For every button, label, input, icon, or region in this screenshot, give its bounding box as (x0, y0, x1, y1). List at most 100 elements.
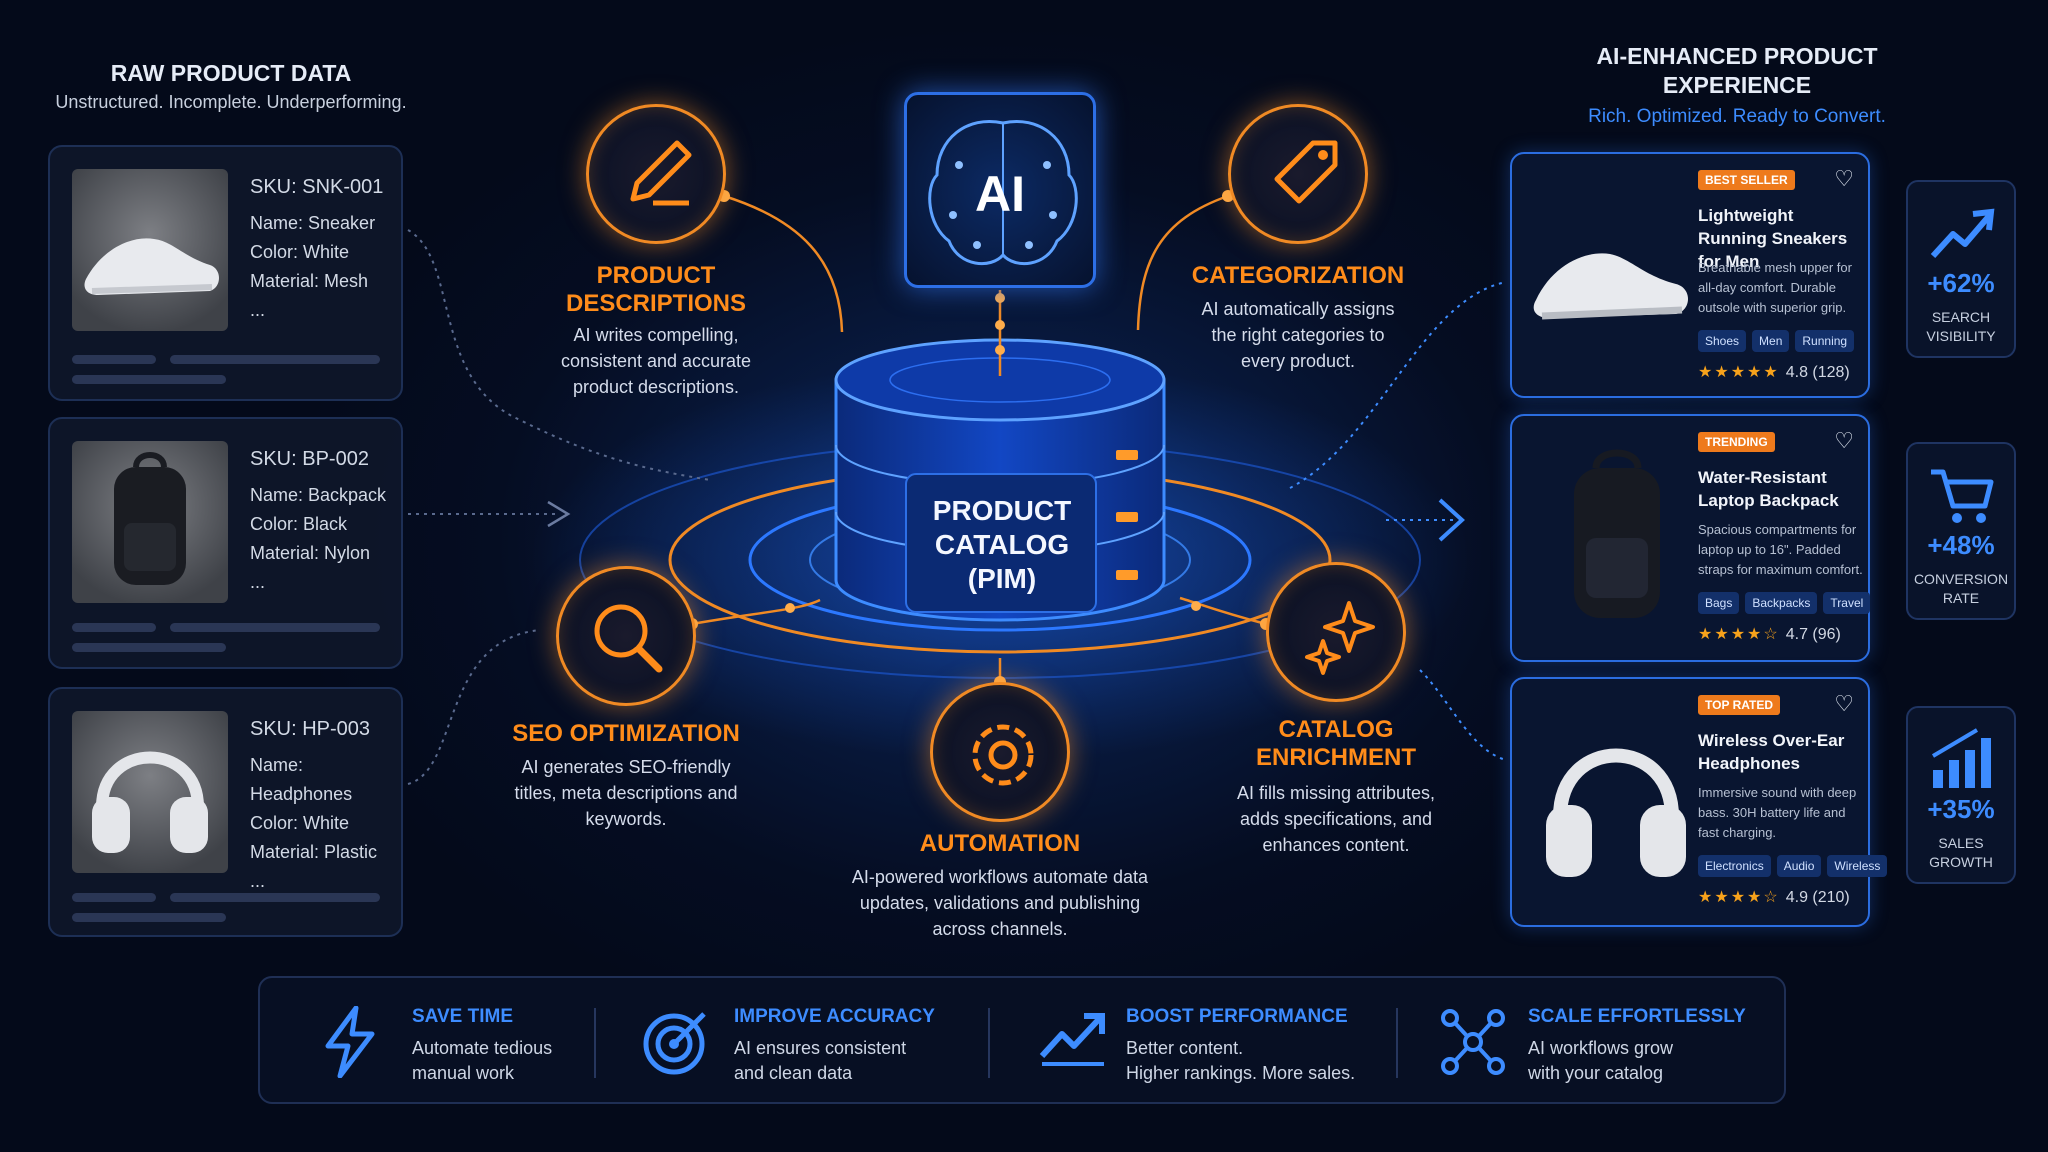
product-tag[interactable]: Wireless (1827, 855, 1888, 877)
heart-icon[interactable]: ♡ (1834, 691, 1854, 716)
heart-icon[interactable]: ♡ (1834, 166, 1854, 191)
product-card[interactable]: BEST SELLER ♡ Lightweight Running Sneake… (1510, 152, 1870, 398)
more-field: ... (250, 572, 266, 592)
node-catalog-enrichment (1266, 562, 1406, 702)
product-card[interactable]: TRENDING ♡ Water-Resistant Laptop Backpa… (1510, 414, 1871, 662)
product-badge: BEST SELLER (1698, 170, 1795, 190)
product-rating: ★★★★★ 4.8 (128) (1698, 362, 1850, 382)
node-desc: AI fills missing attributes, adds specif… (1236, 783, 1436, 855)
material-field: Material: Nylon (250, 543, 371, 563)
network-icon (1441, 1009, 1505, 1075)
product-tag[interactable]: Running (1795, 330, 1855, 352)
lightning-icon (325, 1006, 375, 1078)
enhanced-subtitle: Rich. Optimized. Ready to Convert. (1588, 106, 1886, 127)
node-categorization (1228, 104, 1368, 244)
stat-label: SEARCH VISIBILITY (1926, 309, 1996, 344)
node-title: CATALOG ENRICHMENT (1256, 716, 1416, 771)
gear-icon (972, 724, 1034, 786)
node-automation (930, 682, 1070, 822)
name-field: Name: Sneaker (250, 213, 376, 233)
name-field: Name: Backpack (250, 485, 387, 505)
raw-product-card: SKU: SNK-001 Name: Sneaker Color: White … (48, 145, 403, 401)
sneaker-image (72, 169, 228, 331)
benefit-title: SAVE TIME (412, 1006, 513, 1027)
star-rating-icon: ★★★★☆ (1698, 889, 1780, 906)
sparkle-icon (1305, 601, 1375, 675)
product-badge: TOP RATED (1698, 695, 1781, 715)
benefit-title: IMPROVE ACCURACY (734, 1006, 935, 1027)
sneaker-image (1533, 253, 1688, 320)
benefit-title: SCALE EFFORTLESSLY (1528, 1006, 1746, 1027)
stat-value: +35% (1927, 794, 1995, 824)
raw-product-card: SKU: BP-002 Name: Backpack Color: Black … (48, 417, 403, 669)
more-field: ... (250, 871, 266, 891)
heart-icon[interactable]: ♡ (1834, 428, 1854, 453)
product-tag[interactable]: Travel (1823, 592, 1871, 614)
product-card[interactable]: TOP RATED ♡ Wireless Over-Ear Headphones… (1510, 677, 1888, 927)
node-seo-optimization (556, 566, 696, 706)
pencil-icon (630, 140, 692, 206)
product-rating: ★★★★☆4.9 (210) (1698, 887, 1850, 907)
stat-value: +48% (1927, 530, 1995, 560)
sku-label: SKU: SNK-001 (250, 176, 384, 198)
node-desc: AI writes compelling, consistent and acc… (560, 325, 752, 397)
trend-up-icon (1930, 208, 1995, 259)
headphones-image (1546, 748, 1686, 877)
rating-value: 4.8 (128) (1785, 364, 1850, 381)
enhanced-title: AI-ENHANCED PRODUCT EXPERIENCE (1596, 43, 1878, 98)
more-field: ... (250, 300, 266, 320)
raw-data-subtitle: Unstructured. Incomplete. Underperformin… (55, 92, 407, 112)
raw-product-card: SKU: HP-003 Name: Headphones Color: Whit… (48, 687, 403, 937)
sku-label: SKU: HP-003 (250, 718, 371, 740)
star-rating-icon: ★★★★★ (1698, 364, 1780, 381)
ai-label: AI (975, 166, 1025, 222)
product-tag[interactable]: Shoes (1698, 330, 1747, 352)
cart-icon (1931, 469, 1994, 523)
product-tag[interactable]: Bags (1698, 592, 1740, 614)
stat-card: +35% SALES GROWTH (1906, 706, 2016, 884)
product-badge: TRENDING (1698, 432, 1775, 452)
product-title[interactable]: Lightweight Running Sneakers for Men (1698, 206, 1848, 271)
product-desc: Immersive sound with deep bass. 30H batt… (1698, 785, 1857, 840)
product-tag[interactable]: Men (1752, 330, 1790, 352)
color-field: Color: Black (250, 514, 348, 534)
node-title: AUTOMATION (919, 830, 1081, 857)
rating-value: 4.7 (96) (1785, 626, 1841, 643)
product-title[interactable]: Water-Resistant Laptop Backpack (1698, 468, 1839, 510)
product-rating: ★★★★☆4.7 (96) (1698, 624, 1841, 644)
sku-label: SKU: BP-002 (250, 448, 369, 470)
product-desc: Spacious compartments for laptop up to 1… (1698, 522, 1863, 577)
node-title: SEO OPTIMIZATION (512, 720, 740, 747)
node-title: PRODUCT DESCRIPTIONS (565, 262, 747, 317)
material-field: Material: Plastic (250, 842, 378, 862)
benefit-item: BOOST PERFORMANCE Better content.Higher … (1038, 978, 1378, 1106)
stat-label: SALES GROWTH (1929, 835, 1993, 870)
product-tag[interactable]: Backpacks (1745, 592, 1818, 614)
product-title[interactable]: Wireless Over-Ear Headphones (1698, 731, 1845, 773)
product-tag[interactable]: Electronics (1698, 855, 1771, 877)
node-desc: AI generates SEO-friendly titles, meta d… (514, 757, 738, 829)
product-tag[interactable]: Audio (1776, 855, 1822, 877)
color-field: Color: White (250, 242, 350, 262)
node-product-descriptions (586, 104, 726, 244)
bar-growth-icon (1931, 728, 1991, 788)
tag-icon (1274, 140, 1338, 204)
stat-card: +62% SEARCH VISIBILITY (1906, 180, 2016, 358)
stat-card: +48% CONVERSION RATE (1906, 442, 2016, 620)
node-desc: AI automatically assigns the right categ… (1201, 299, 1395, 371)
brain-icon (928, 120, 1078, 265)
raw-data-title: RAW PRODUCT DATA (110, 60, 352, 86)
backpack-image (1574, 449, 1660, 618)
name-field: Name: Headphones (250, 755, 353, 804)
pim-label: PRODUCT CATALOG (PIM) (932, 495, 1072, 594)
benefit-title: BOOST PERFORMANCE (1126, 1006, 1348, 1027)
color-field: Color: White (250, 813, 350, 833)
